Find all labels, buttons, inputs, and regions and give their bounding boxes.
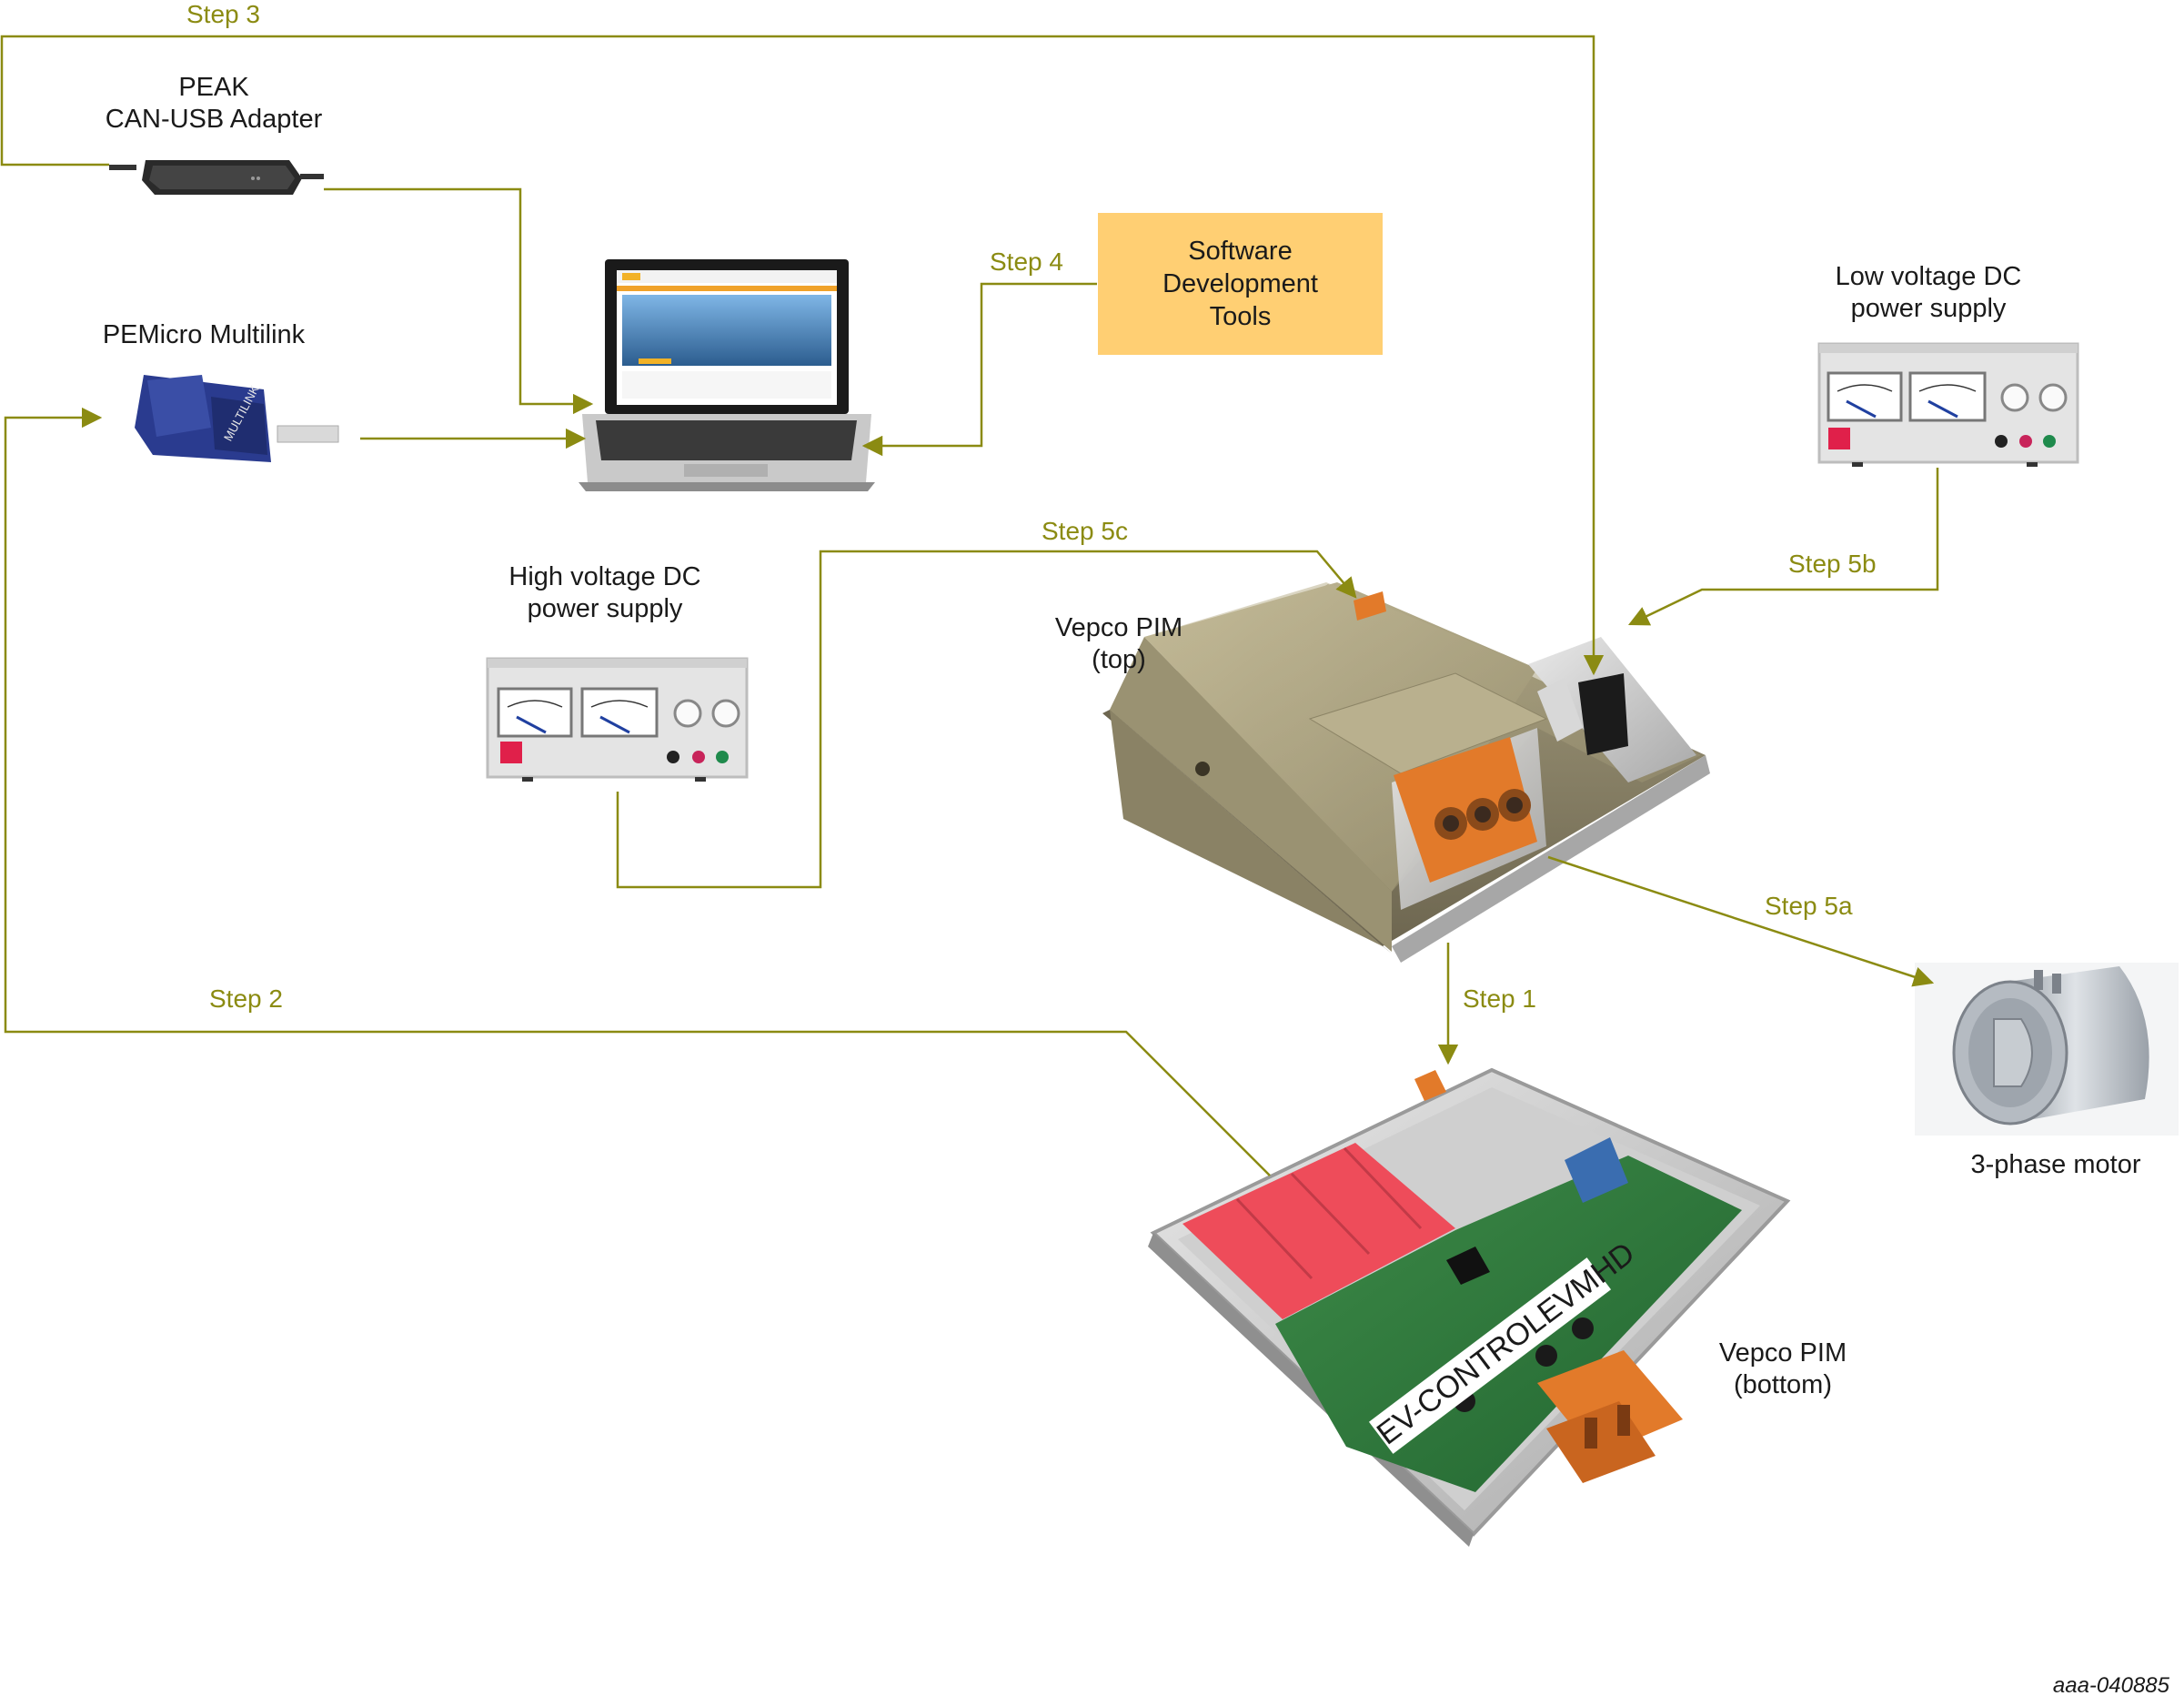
motor-label: 3-phase motor xyxy=(1970,1150,2141,1179)
step-3-label: Step 3 xyxy=(186,0,260,28)
laptop-icon xyxy=(579,259,875,491)
hv-label-line2: power supply xyxy=(527,594,683,623)
sdt-line3: Tools xyxy=(1209,302,1272,331)
peak-label-line1: PEAK xyxy=(178,73,249,102)
pim-top-line1: Vepco PIM xyxy=(1054,613,1183,642)
peak-label-line2: CAN-USB Adapter xyxy=(105,105,323,134)
sdt-line1: Software xyxy=(1188,237,1293,266)
pim-top-label: Vepco PIM (top) xyxy=(1028,612,1210,676)
pemicro-multilink-icon: MULTILINK xyxy=(135,375,339,462)
sdt-line2: Development xyxy=(1162,269,1318,298)
software-development-tools-box: Software Development Tools xyxy=(1098,213,1383,355)
lv-label-line2: power supply xyxy=(1850,294,2007,323)
hv-label-line1: High voltage DC xyxy=(508,562,701,591)
step-5a-label: Step 5a xyxy=(1765,892,1853,920)
high-voltage-power-supply-icon xyxy=(486,657,749,782)
step-5b-label: Step 5b xyxy=(1788,550,1877,578)
lv-label-line1: Low voltage DC xyxy=(1835,262,2022,291)
low-voltage-supply-label: Low voltage DC power supply xyxy=(1801,261,2056,325)
step-5c-label: Step 5c xyxy=(1042,517,1128,545)
step-4-label: Step 4 xyxy=(990,247,1063,276)
pim-bottom-line1: Vepco PIM xyxy=(1718,1338,1847,1368)
step-1-label: Step 1 xyxy=(1463,984,1536,1013)
peak-adapter-label: PEAK CAN-USB Adapter xyxy=(91,72,337,136)
pim-bottom-label: Vepco PIM (bottom) xyxy=(1692,1338,1874,1401)
vepco-pim-bottom-icon xyxy=(1148,1067,1791,1547)
step-2-label: Step 2 xyxy=(209,984,283,1013)
pemicro-label: PEMicro Multilink xyxy=(102,320,306,349)
pim-top-line2: (top) xyxy=(1092,645,1146,674)
three-phase-motor-icon xyxy=(1915,963,2179,1136)
document-id: aaa-040885 xyxy=(2052,1673,2169,1698)
peak-can-usb-adapter-icon xyxy=(109,160,324,195)
pim-bottom-line2: (bottom) xyxy=(1734,1370,1832,1399)
high-voltage-supply-label: High voltage DC power supply xyxy=(473,561,737,625)
low-voltage-power-supply-icon xyxy=(1817,342,2079,467)
